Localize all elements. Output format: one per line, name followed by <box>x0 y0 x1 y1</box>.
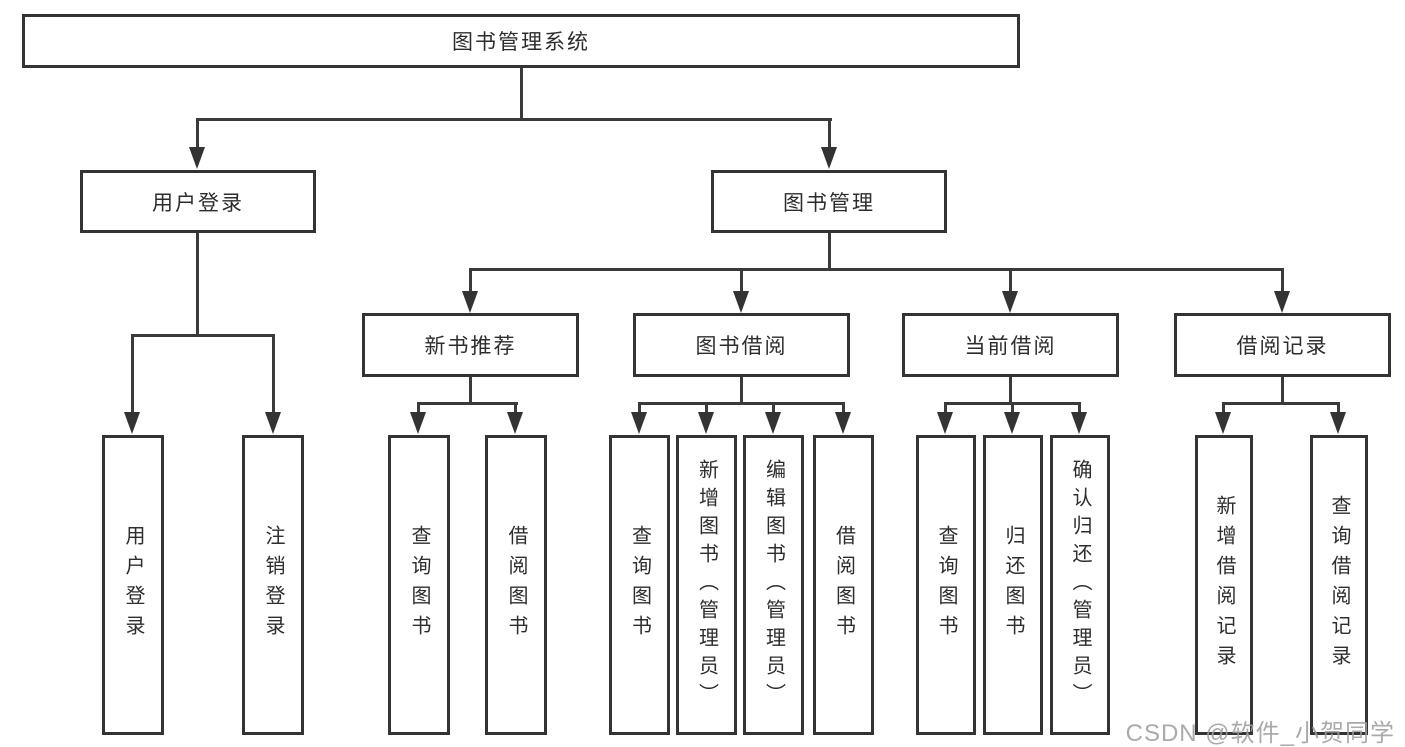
node-label: 用户登录 <box>122 525 144 645</box>
node-label: 编辑图书（管理员） <box>762 459 785 711</box>
arrowhead-icon <box>835 412 851 434</box>
connector-current-borrow-drop <box>1009 377 1012 405</box>
connector-to-leaf-user-login <box>131 334 134 413</box>
connector-borrow-records-bar <box>1222 402 1340 405</box>
connector-to-book-borrow <box>740 268 743 293</box>
arrowhead-icon <box>733 291 749 313</box>
node-user-login: 用户登录 <box>80 170 316 233</box>
node-label: 查询图书 <box>408 525 430 645</box>
connector-borrow-records-drop <box>1281 377 1284 405</box>
leaf-query-books-newbook: 查询图书 <box>388 435 450 735</box>
leaf-query-books-current: 查询图书 <box>916 435 976 735</box>
node-label: 当前借阅 <box>964 335 1057 358</box>
node-label: 归还图书 <box>1002 525 1024 645</box>
node-label: 新增借阅记录 <box>1213 495 1235 675</box>
leaf-borrow-books: 借阅图书 <box>813 435 874 735</box>
leaf-add-book-admin: 新增图书（管理员） <box>676 435 737 735</box>
leaf-return-books: 归还图书 <box>983 435 1043 735</box>
connector-leaf-line <box>638 402 641 415</box>
arrowhead-icon <box>821 147 837 169</box>
connector-leaf-line <box>1078 402 1081 415</box>
connector-new-book-bar <box>418 402 518 405</box>
connector-book-management-drop <box>828 233 831 270</box>
arrowhead-icon <box>1002 291 1018 313</box>
connector-book-borrow-bar <box>638 402 845 405</box>
csdn-watermark: CSDN @软件_小贺同学 <box>1125 720 1395 747</box>
node-book-borrowing: 图书借阅 <box>633 313 850 377</box>
connector-book-management-bar <box>469 268 1284 271</box>
leaf-confirm-return-admin: 确认归还（管理员） <box>1050 435 1110 735</box>
arrowhead-icon <box>265 412 281 434</box>
node-label: 查询图书 <box>628 525 651 645</box>
arrowhead-icon <box>124 412 140 434</box>
leaf-query-borrow-record: 查询借阅记录 <box>1310 435 1368 735</box>
connector-root-drop <box>520 68 523 120</box>
node-new-book-recommendation: 新书推荐 <box>362 313 579 377</box>
connector-user-login-drop <box>196 233 199 336</box>
connector-leaf-line <box>944 402 947 415</box>
connector-leaf-line <box>514 402 517 415</box>
node-label: 新书推荐 <box>424 335 517 358</box>
node-label: 借阅记录 <box>1236 335 1329 358</box>
connector-book-borrow-drop <box>740 377 743 405</box>
connector-leaf-line <box>1011 402 1014 415</box>
connector-user-login-bar <box>132 334 275 337</box>
node-borrowing-records: 借阅记录 <box>1174 313 1391 377</box>
connector-to-book-management <box>828 118 831 150</box>
node-book-management: 图书管理 <box>711 170 947 233</box>
arrowhead-icon <box>462 291 478 313</box>
connector-leaf-line <box>842 402 845 415</box>
leaf-logout: 注销登录 <box>242 435 304 735</box>
connector-to-leaf-logout <box>272 334 275 413</box>
arrowhead-icon <box>765 412 781 434</box>
arrowhead-icon <box>1071 412 1087 434</box>
connector-root-bar <box>196 118 832 121</box>
arrowhead-icon <box>1004 412 1020 434</box>
leaf-user-login: 用户登录 <box>102 435 164 735</box>
node-label: 用户登录 <box>152 191 244 215</box>
arrowhead-icon <box>1330 412 1346 434</box>
node-label: 借阅图书 <box>832 525 855 645</box>
node-label: 确认归还（管理员） <box>1069 459 1091 711</box>
connector-leaf-line <box>1222 402 1225 415</box>
leaf-edit-book-admin: 编辑图书（管理员） <box>743 435 804 735</box>
connector-to-user-login <box>196 118 199 150</box>
node-current-borrowing: 当前借阅 <box>902 313 1119 377</box>
connector-leaf-line <box>417 402 420 415</box>
connector-leaf-line <box>772 402 775 415</box>
leaf-borrow-books-newbook: 借阅图书 <box>485 435 547 735</box>
arrowhead-icon <box>410 412 426 434</box>
connector-leaf-line <box>705 402 708 415</box>
node-label: 图书借阅 <box>695 335 788 358</box>
arrowhead-icon <box>1274 291 1290 313</box>
arrowhead-icon <box>937 412 953 434</box>
node-label: 借阅图书 <box>505 525 527 645</box>
arrowhead-icon <box>189 147 205 169</box>
connector-new-book-drop <box>469 377 472 405</box>
connector-to-new-book <box>469 268 472 293</box>
node-label: 注销登录 <box>262 525 284 645</box>
arrowhead-icon <box>698 412 714 434</box>
connector-to-current-borrow <box>1009 268 1012 293</box>
node-label: 查询借阅记录 <box>1328 495 1350 675</box>
arrowhead-icon <box>507 412 523 434</box>
node-label: 图书管理 <box>783 191 875 215</box>
node-label: 图书管理系统 <box>452 31 590 54</box>
leaf-query-books-borrow: 查询图书 <box>609 435 670 735</box>
node-label: 新增图书（管理员） <box>695 459 718 711</box>
leaf-add-borrow-record: 新增借阅记录 <box>1195 435 1253 735</box>
node-label: 查询图书 <box>935 525 957 645</box>
arrowhead-icon <box>1215 412 1231 434</box>
node-library-management-system: 图书管理系统 <box>22 14 1020 68</box>
connector-leaf-line <box>1337 402 1340 415</box>
connector-to-borrow-records <box>1281 268 1284 293</box>
arrowhead-icon <box>631 412 647 434</box>
